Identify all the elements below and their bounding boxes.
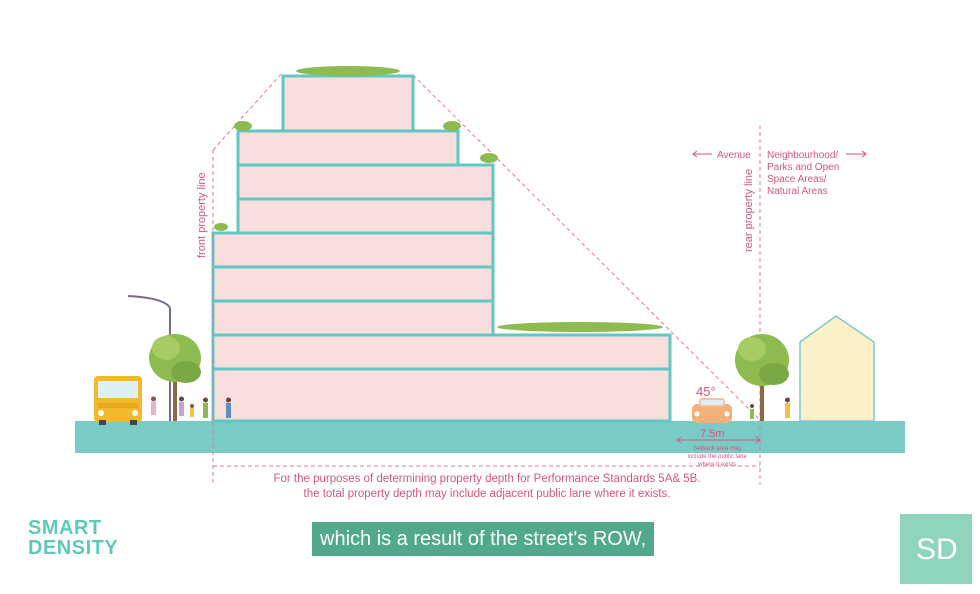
sd-monogram-icon: SD	[916, 533, 958, 566]
avenue-label: Avenue	[717, 150, 751, 161]
bus-icon	[94, 376, 142, 425]
person-icon	[151, 396, 231, 418]
front-property-line-label: front property line	[196, 172, 208, 258]
sd-badge: SD	[900, 514, 972, 584]
ground	[75, 421, 905, 453]
car-icon	[692, 398, 732, 423]
dimension-note: Setback area may include the public lane…	[687, 446, 748, 468]
neighbourhood-label: Neighbourhood/ Parks and Open Space Area…	[767, 150, 842, 197]
property-depth-caption: For the purposes of determining property…	[213, 472, 761, 502]
caption-line-2: the total property depth may include adj…	[303, 488, 671, 500]
logo-line-2: DENSITY	[28, 537, 119, 559]
rear-property-line-label: rear property line	[743, 169, 755, 252]
angular-plane-lines	[212, 71, 761, 421]
arrow-right-icon	[846, 150, 867, 158]
smart-density-logo: SMART DENSITY	[28, 518, 118, 558]
logo-line-1: SMART	[28, 517, 102, 539]
tree-icon	[149, 334, 201, 421]
tree-icon	[735, 334, 789, 421]
person-icon	[750, 397, 790, 419]
video-subtitle: which is a result of the street's ROW,	[312, 522, 655, 556]
building	[211, 74, 672, 423]
dimension-label: 7.5m	[700, 428, 724, 440]
svg-text:SD: SD	[916, 533, 958, 566]
house-icon	[799, 315, 875, 422]
caption-line-1: For the purposes of determining property…	[273, 473, 701, 485]
roof-planting	[214, 66, 663, 332]
arrow-left-icon	[692, 150, 712, 158]
angle-label: 45°	[696, 384, 716, 399]
